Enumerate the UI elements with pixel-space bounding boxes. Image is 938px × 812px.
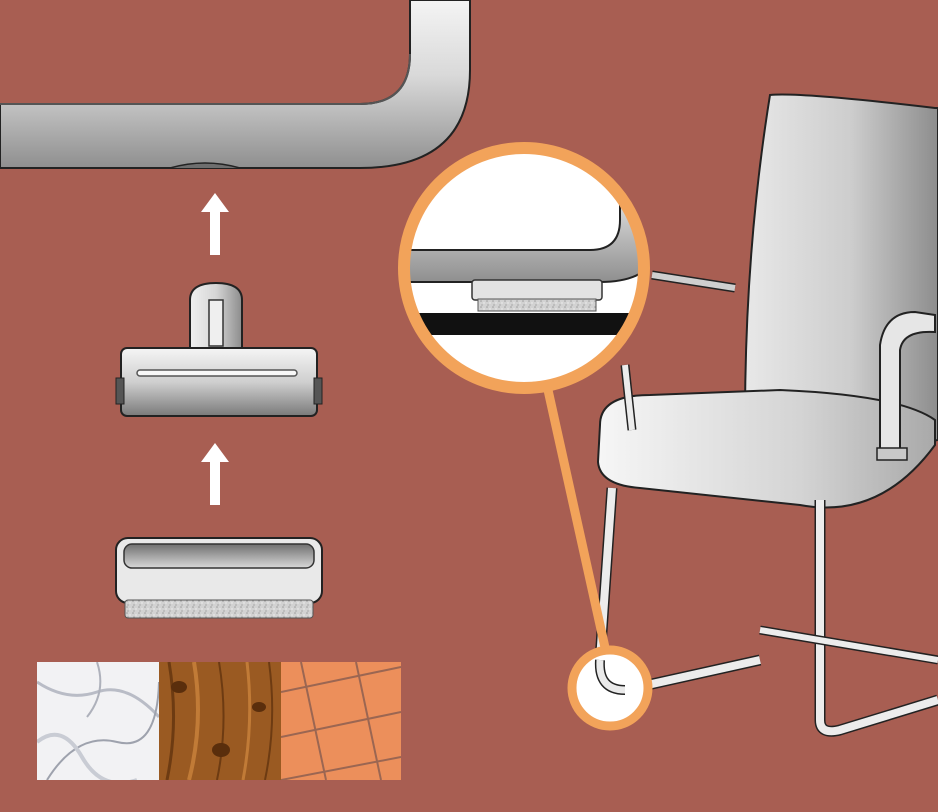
glide-clip-insert xyxy=(116,283,322,416)
cantilever-chair xyxy=(598,95,938,732)
felt-cup-pad xyxy=(116,538,322,618)
up-arrow-icon xyxy=(201,193,229,255)
up-arrow-icon xyxy=(201,443,229,505)
wood-floor-swatch xyxy=(159,662,281,780)
marble-floor-swatch xyxy=(37,662,159,780)
tile-floor-swatch xyxy=(281,662,403,780)
chair-tube-with-socket xyxy=(0,0,470,168)
